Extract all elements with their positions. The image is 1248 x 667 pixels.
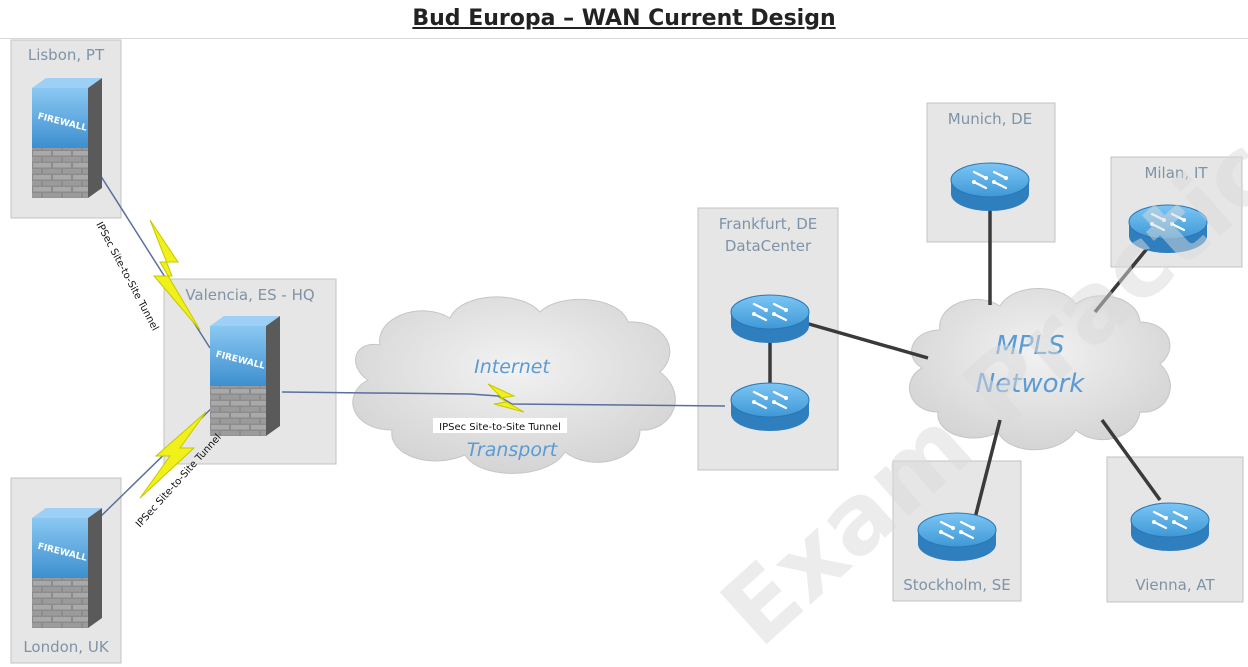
title-divider	[0, 38, 1248, 39]
site-label-stockholm: Stockholm, SE	[903, 576, 1011, 594]
router-icon-frankfurt-2	[730, 382, 810, 431]
internet-cloud-sublabel: Transport	[467, 439, 559, 461]
lightning-bolt-icon	[139, 411, 207, 499]
link-vienna-mpls	[1100, 418, 1162, 502]
firewall-icon: FIREWALL	[210, 316, 280, 436]
router-icon-milan	[1128, 204, 1208, 253]
mpls-cloud-label: MPLS	[995, 331, 1064, 361]
router-icon-frankfurt-1	[730, 294, 810, 343]
lightning-bolt-icon	[149, 219, 201, 331]
tunnel-label-lisbon: IPSec Site-to-Site Tunnel	[93, 220, 160, 333]
link-frankfurt-mpls	[801, 320, 929, 360]
link-stockholm-mpls	[973, 419, 1002, 519]
router-icon-stockholm	[917, 512, 997, 561]
tunnel-lisbon-valencia	[96, 169, 211, 349]
firewall-icon: FIREWALL	[32, 78, 102, 198]
site-label-valencia: Valencia, ES - HQ	[185, 286, 314, 304]
svg-text:IPSec Site-to-Site Tunnel: IPSec Site-to-Site Tunnel	[439, 422, 561, 433]
lightning-bolt-icon	[487, 383, 525, 413]
router-icon-munich	[950, 162, 1030, 211]
site-label-frankfurt: Frankfurt, DE	[719, 215, 818, 233]
internet-cloud-label: Internet	[474, 356, 551, 378]
firewall-icon: FIREWALL	[32, 508, 102, 628]
router-icon-vienna	[1130, 502, 1210, 551]
tunnel-london-valencia	[96, 399, 221, 521]
site-label-london: London, UK	[23, 638, 109, 656]
tunnel-label-main: IPSec Site-to-Site Tunnel	[433, 418, 567, 433]
site-label-lisbon: Lisbon, PT	[28, 46, 105, 64]
tunnel-valencia-frankfurt	[281, 383, 726, 413]
site-label-milan: Milan, IT	[1144, 164, 1208, 182]
site-label-frankfurt-datacenter: DataCenter	[725, 237, 812, 255]
link-milan-mpls	[1093, 243, 1152, 314]
mpls-cloud-sublabel: Network	[976, 369, 1086, 399]
site-label-vienna: Vienna, AT	[1135, 576, 1215, 594]
mpls-cloud-icon	[908, 288, 1171, 451]
site-label-munich: Munich, DE	[948, 110, 1032, 128]
diagram-title: Bud Europa – WAN Current Design	[412, 6, 836, 31]
